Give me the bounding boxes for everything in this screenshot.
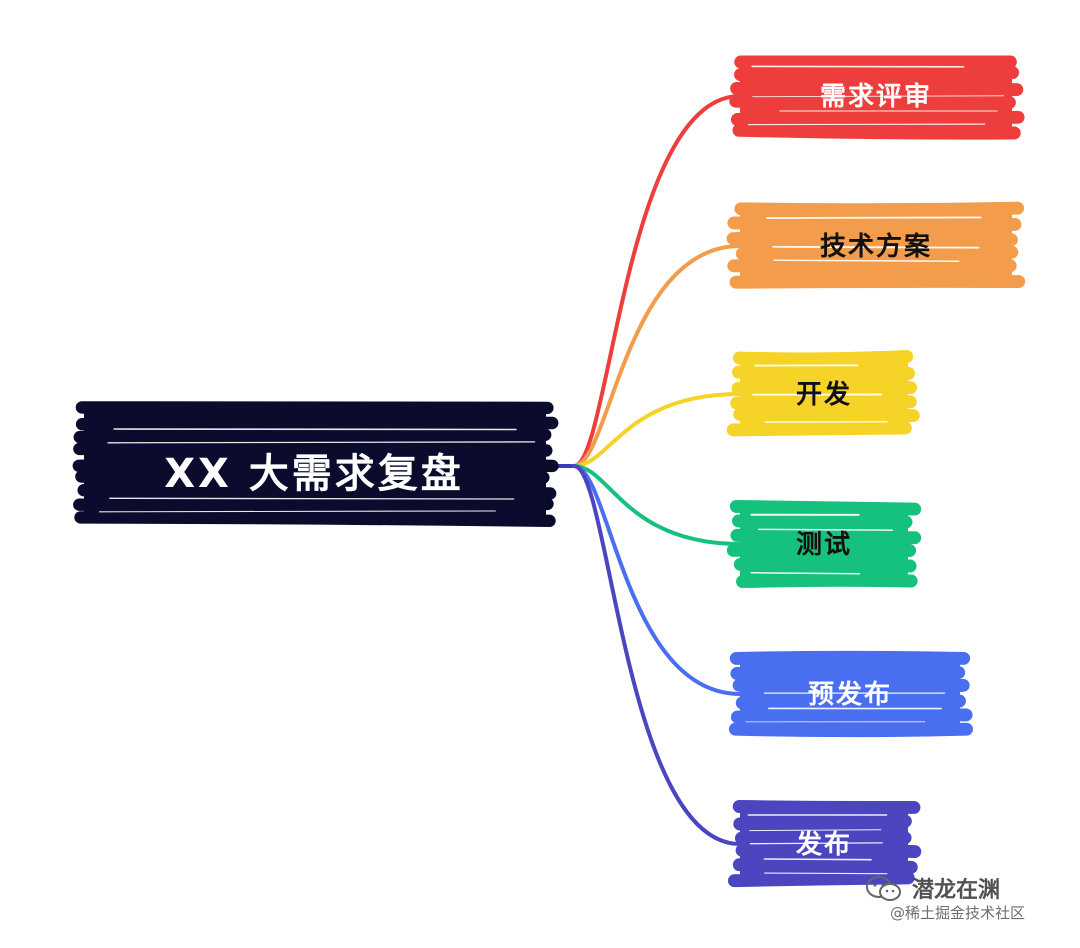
branch-node-1-stroke	[730, 110, 1025, 126]
branch-node-2-stroke	[735, 245, 1019, 261]
branch-node-6-stroke	[732, 800, 921, 814]
watermark-subtitle: @稀土掘金技术社区	[890, 904, 1026, 922]
branch-node-2-texture	[772, 245, 980, 249]
branch-node-4-stroke	[729, 499, 922, 516]
branch-node-2-texture	[766, 216, 982, 220]
branch-node-label-3: 开发	[796, 379, 852, 410]
branch-node-label-5: 预发布	[808, 679, 892, 710]
branch-node-3-stroke	[730, 394, 917, 410]
branch-node-6-texture	[749, 829, 882, 832]
root-node-background	[72, 401, 559, 527]
branch-node-2[interactable]: 技术方案	[726, 201, 1026, 289]
root-node-stroke	[73, 428, 552, 444]
branch-node-1-stroke	[732, 123, 1021, 140]
branch-links	[548, 94, 742, 846]
branch-node-1-stroke	[729, 94, 1016, 110]
branch-node-2-stroke	[729, 275, 1026, 289]
branch-node-6[interactable]: 发布	[727, 800, 922, 888]
branch-node-6-texture	[764, 872, 888, 875]
root-node-texture	[113, 428, 517, 431]
branch-node-5-stroke	[730, 666, 966, 680]
branch-node-2-stroke	[726, 232, 1018, 247]
root-node-stroke	[73, 497, 554, 512]
branch-node-6-stroke	[732, 858, 918, 874]
branch-link-2	[572, 244, 742, 468]
branch-node-3[interactable]: 开发	[726, 350, 920, 437]
watermark-title: 潜龙在渊	[912, 878, 1001, 903]
branch-node-label-6: 发布	[795, 829, 852, 860]
branch-link-3	[572, 392, 742, 468]
root-node-stroke	[72, 457, 559, 473]
branch-node-6-stroke	[733, 814, 912, 831]
branch-node-1[interactable]: 需求评审	[729, 55, 1025, 140]
branch-node-3-stroke	[732, 365, 915, 381]
wechat-icon	[866, 876, 901, 901]
root-node-label: XX 大需求复盘	[164, 451, 464, 497]
branch-node-6-texture	[763, 858, 872, 861]
branch-link-4	[572, 464, 742, 546]
branch-node-4[interactable]: 测试	[726, 499, 922, 589]
branch-node-3-stroke	[726, 421, 912, 437]
branch-node-5-stroke	[729, 650, 971, 665]
branch-node-6-stroke	[735, 843, 922, 859]
branch-node-4-texture	[750, 572, 861, 575]
branch-node-label-1: 需求评审	[820, 81, 932, 112]
branch-node-4-stroke	[730, 528, 922, 545]
branch-node-6-texture	[749, 842, 883, 845]
root-node-stroke	[73, 442, 553, 457]
root-node-stroke	[75, 401, 554, 415]
branch-node-2-stroke	[734, 201, 1025, 217]
branch-node-3-stroke	[733, 407, 920, 423]
branch-node-2-texture	[773, 259, 960, 262]
branch-node-1-stroke	[730, 81, 1024, 97]
branch-node-1-texture	[752, 95, 1005, 98]
root-node-stroke	[77, 484, 557, 500]
branch-node-3-stroke	[732, 350, 914, 366]
branch-link-1	[572, 94, 742, 468]
branch-node-4-texture	[758, 528, 894, 531]
root-node-stroke	[74, 511, 556, 527]
branch-node-5-stroke	[732, 678, 970, 693]
branch-node-1-texture	[748, 123, 986, 126]
branch-node-1-stroke	[734, 66, 1020, 82]
branch-node-3-stroke	[731, 379, 918, 395]
branch-link-5	[572, 464, 742, 696]
branch-node-5[interactable]: 预发布	[728, 650, 973, 738]
branch-link-6	[572, 464, 742, 846]
root-node-stroke	[75, 416, 559, 431]
watermark: 潜龙在渊 @稀土掘金技术社区	[860, 868, 1060, 928]
branch-node-2-stroke	[727, 216, 1022, 231]
root-node-stroke	[75, 470, 550, 484]
root-node[interactable]: XX 大需求复盘	[72, 401, 559, 527]
branch-node-6-stroke	[727, 871, 915, 888]
branch-node-4-stroke	[736, 573, 918, 589]
branch-node-6-stroke	[734, 831, 912, 845]
branch-node-4-stroke	[732, 514, 913, 529]
root-node-texture	[98, 510, 496, 513]
root-node-texture	[107, 441, 536, 444]
root-node-texture	[109, 497, 515, 500]
branch-node-5-stroke	[735, 694, 966, 710]
branch-node-5-stroke	[730, 708, 973, 724]
branch-node-5-stroke	[728, 722, 973, 738]
branch-node-label-4: 测试	[796, 530, 852, 560]
branch-node-label-2: 技术方案	[820, 231, 932, 262]
branch-node-4-stroke	[733, 557, 917, 573]
